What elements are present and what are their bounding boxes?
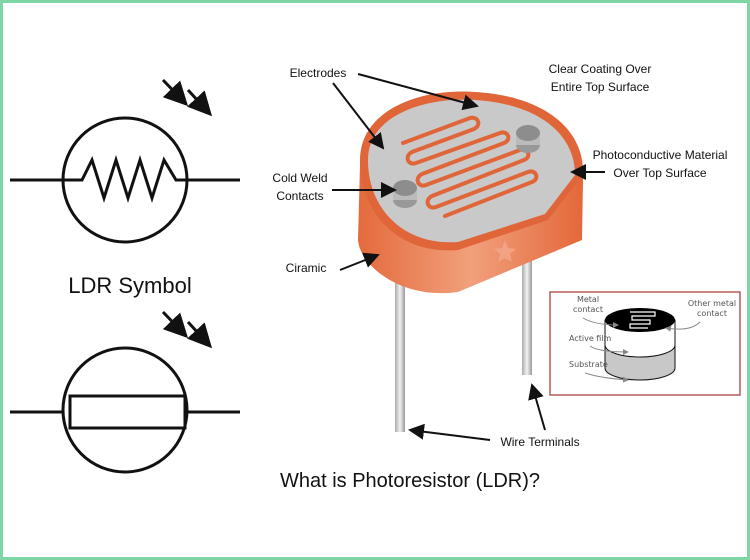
inset-label-substrate: Substrate [569,360,608,369]
label-wire-terminals: Wire Terminals [500,435,579,449]
ldr-symbol-label: LDR Symbol [68,273,191,298]
inset-label-other-metal-1: Other metal [688,299,736,308]
label-clear-coating-1: Clear Coating Over [549,62,652,76]
inset-label-other-metal-2: contact [697,309,727,318]
inset-thin-film-diagram: Metal contact Other metal contact Active… [549,291,741,396]
diagram-title: What is Photoresistor (LDR)? [280,470,540,492]
label-cold-weld-1: Cold Weld [272,171,327,185]
ldr-symbol-zigzag [10,78,240,244]
label-clear-coating-2: Entire Top Surface [551,80,650,94]
ldr-symbol-rectangle [10,310,240,474]
callout-arrows [332,73,605,441]
contact-right [516,125,540,153]
star-logo-icon [494,240,516,262]
inset-label-active-film: Active film [569,334,612,343]
label-ceramic: Ciramic [286,261,327,275]
label-electrodes: Electrodes [290,66,347,80]
label-cold-weld-2: Contacts [276,189,323,203]
contact-left [393,180,417,208]
inset-label-metal-contact-1: Metal [577,295,599,304]
inset-label-metal-contact-2: contact [573,305,603,314]
label-photoconductive-1: Photoconductive Material [593,148,728,162]
label-photoconductive-2: Over Top Surface [613,166,706,180]
photoresistor-illustration [358,91,584,432]
